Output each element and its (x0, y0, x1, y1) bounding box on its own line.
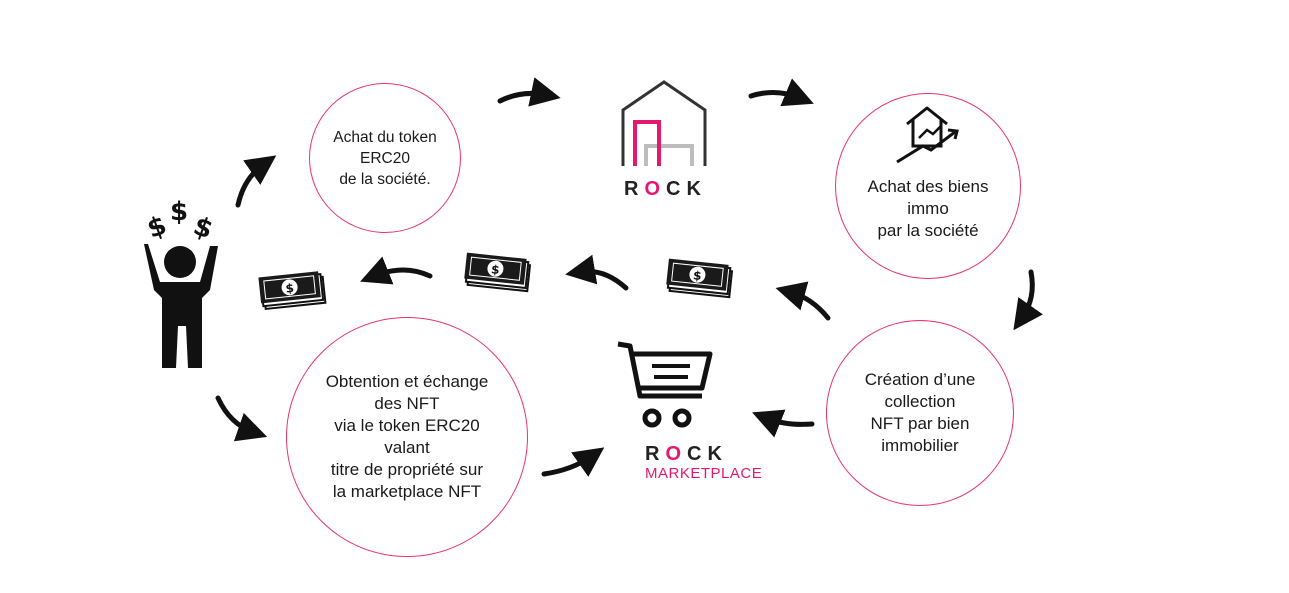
rock-letters: R (624, 178, 645, 200)
step-text: Achat des biens (867, 177, 989, 196)
rock-o-letter: O (665, 443, 688, 465)
step-nft-creation: Création d’une collection NFT par bien i… (826, 320, 1014, 506)
step-text: des NFT (374, 394, 440, 413)
step-text: Création d’une (864, 370, 976, 389)
step-nft-exchange: Obtention et échange des NFT via le toke… (286, 317, 528, 557)
arrow-property-to-nft (1013, 269, 1043, 331)
step-text: NFT par bien (870, 414, 970, 433)
svg-text:$: $ (285, 281, 295, 296)
arrow-exchange-to-cart (541, 447, 605, 477)
step-text: immo (907, 199, 949, 218)
step-text: collection (884, 392, 956, 411)
step-text: de la société. (339, 170, 431, 188)
cash-bills-icon: $ (258, 271, 327, 311)
shopping-cart-icon (617, 341, 713, 428)
arrow-cash-to-investor (360, 256, 433, 285)
step-text: valant (384, 438, 430, 457)
rock-marketplace-wordmark: ROCK (645, 443, 728, 466)
arrow-investor-to-exchange (215, 395, 268, 442)
svg-text:$: $ (490, 262, 500, 277)
rock-letters: R (645, 443, 666, 465)
marketplace-label: MARKETPLACE (645, 465, 763, 482)
rock-wordmark: ROCK (624, 178, 707, 201)
step-text: Obtention et échange (325, 372, 489, 391)
step-text: par la société (877, 221, 979, 240)
arrow-investor-to-token (235, 155, 277, 208)
cash-bills-icon: $ (666, 258, 734, 299)
arrow-rock-to-property (748, 78, 814, 107)
investor-with-dollars-icon: $ $ $ (143, 198, 218, 368)
step-token-purchase: Achat du token ERC20 de la société. (309, 83, 461, 233)
arrow-token-to-rock (497, 77, 561, 107)
step-text: titre de propriété sur (330, 460, 484, 479)
arrow-cash-to-cash (565, 254, 629, 291)
step-text: Achat du token (333, 128, 437, 146)
rock-letters: CK (687, 443, 728, 465)
svg-text:$: $ (692, 268, 702, 283)
step-property-purchase: Achat des biens immo par la société (835, 93, 1021, 279)
arrow-nft-to-cart (752, 409, 815, 438)
rock-o-letter: O (644, 178, 667, 200)
step-text: immobilier (881, 436, 959, 455)
house-growth-icon (896, 106, 959, 164)
rock-letters: CK (666, 178, 707, 200)
arrow-nft-to-cash (775, 281, 831, 321)
cash-bills-icon: $ (464, 252, 532, 293)
svg-text:$: $ (170, 198, 188, 227)
step-text: via le token ERC20 (334, 416, 480, 435)
step-text: la marketplace NFT (332, 482, 482, 501)
step-text: ERC20 (360, 149, 410, 167)
rock-logo-icon (621, 80, 707, 166)
